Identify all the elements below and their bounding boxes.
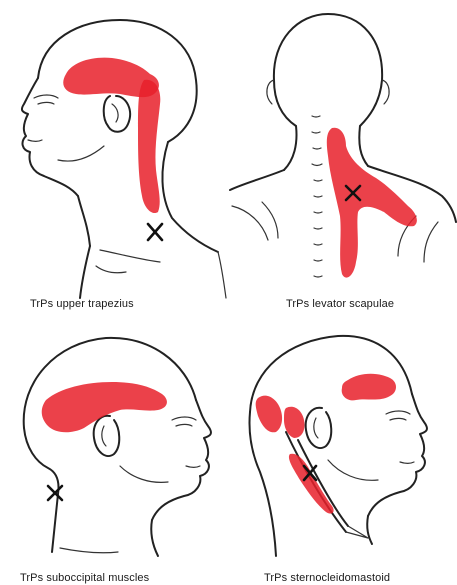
- panel-upper-trapezius: TrPs upper trapezius: [0, 0, 228, 315]
- caption-suboccipital-muscles: TrPs suboccipital muscles: [20, 572, 149, 584]
- spine-vertebrae: [312, 116, 322, 277]
- head-right-lateral-illustration: [0, 316, 228, 572]
- panel-suboccipital-muscles: TrPs suboccipital muscles: [0, 316, 228, 585]
- caption-levator-scapulae: TrPs levator scapulae: [286, 298, 394, 310]
- caption-sternocleidomastoid: TrPs sternocleidomastoid: [264, 572, 390, 584]
- trigger-point-x-mark: [148, 224, 162, 240]
- pain-area-scm-muscle: [289, 454, 334, 514]
- panel-sternocleidomastoid: TrPs sternocleidomastoid: [228, 316, 457, 585]
- pain-area-neck-band: [138, 80, 160, 213]
- pain-area-head-band: [42, 382, 167, 432]
- head-posterior-illustration: [228, 0, 457, 300]
- head-right-oblique-illustration: [228, 316, 457, 572]
- pain-area-forehead: [342, 374, 396, 401]
- caption-upper-trapezius: TrPs upper trapezius: [30, 298, 134, 310]
- trigger-point-x-mark: [48, 486, 62, 500]
- panel-levator-scapulae: TrPs levator scapulae: [228, 0, 457, 315]
- head-left-lateral-illustration: [0, 0, 228, 300]
- pain-area-back-of-head: [256, 396, 282, 433]
- pain-area-neck-shoulder: [327, 128, 417, 278]
